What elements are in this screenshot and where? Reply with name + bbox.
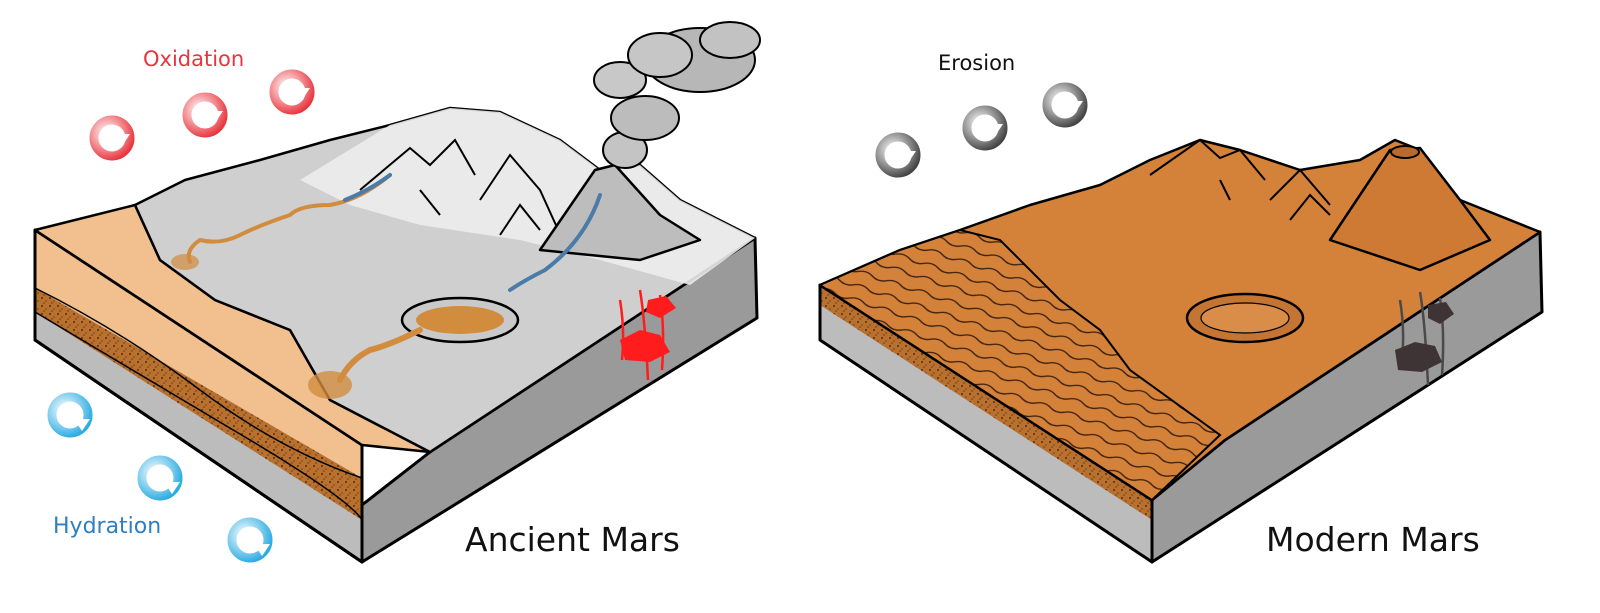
- circular-arrow-icon: [875, 132, 921, 178]
- modern-mars-title: Modern Mars: [1266, 520, 1480, 559]
- modern-volcano: [1328, 146, 1492, 272]
- circular-arrow-icon: [89, 115, 135, 161]
- hydration-arrows: [47, 392, 273, 563]
- ancient-front-face: [33, 228, 364, 564]
- ancient-magma-intrusion: [618, 289, 676, 381]
- modern-eroded-ridges: [817, 228, 1222, 502]
- ancient-river-blue: [343, 173, 392, 202]
- circular-arrow-icon: [962, 105, 1008, 151]
- modern-mountain-ridges: [1149, 138, 1331, 221]
- hydration-label: Hydration: [53, 514, 162, 539]
- ancient-mars-block: [33, 21, 761, 564]
- circular-arrow-icon: [182, 92, 228, 138]
- circular-arrow-icon: [269, 69, 315, 115]
- circular-arrow-icon: [1042, 82, 1088, 128]
- modern-mars-block: [817, 138, 1544, 564]
- ancient-volcano-stream: [508, 193, 602, 292]
- circular-arrow-icon: [47, 392, 93, 438]
- ancient-mars-title: Ancient Mars: [465, 520, 680, 559]
- volcanic-plume: [593, 21, 761, 169]
- modern-dark-intrusion: [1395, 291, 1454, 386]
- ancient-mountain-ridges: [359, 138, 566, 246]
- circular-arrow-icon: [227, 517, 273, 563]
- oxidation-arrows: [89, 69, 315, 161]
- oxidation-label: Oxidation: [143, 47, 245, 71]
- erosion-label: Erosion: [938, 51, 1016, 75]
- erosion-arrows: [875, 82, 1088, 178]
- circular-arrow-icon: [137, 455, 183, 501]
- ancient-river-upper: [186, 173, 392, 264]
- ancient-outflow-channel: [337, 327, 423, 383]
